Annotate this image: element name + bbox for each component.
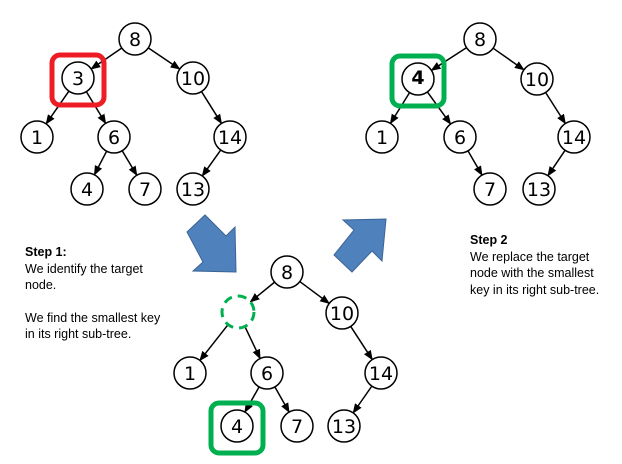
- tree-node: [473, 172, 507, 206]
- tree-edge: [274, 386, 290, 413]
- node-label: 8: [281, 262, 293, 284]
- tree-node: [213, 120, 247, 154]
- node-label: 6: [261, 363, 273, 385]
- tree-edge: [244, 326, 261, 360]
- highlight-box: [208, 400, 266, 456]
- tree-edge: [299, 280, 330, 305]
- tree-node: [176, 172, 210, 206]
- node-label: 13: [527, 179, 551, 201]
- tree-edge: [544, 92, 567, 125]
- tree-edge: [200, 91, 223, 125]
- tree-node: [20, 120, 54, 154]
- step1-caption: Step 1: We identify the target node. We …: [25, 244, 165, 343]
- tree-node: [463, 22, 497, 56]
- tree-edge: [90, 47, 123, 70]
- tree-node: [176, 61, 210, 95]
- down-right-arrow-icon: [186, 214, 237, 273]
- tree-node: [520, 62, 554, 96]
- tree-node: [270, 255, 304, 289]
- node-label: 7: [484, 179, 496, 201]
- tree-node: [118, 22, 152, 56]
- tree-node: [365, 120, 399, 154]
- node-label: 1: [376, 127, 388, 149]
- tree-node: [220, 409, 254, 443]
- node-label: 7: [291, 416, 303, 438]
- tree-node: [557, 120, 591, 154]
- tree-node: [443, 120, 477, 154]
- tree-edge: [352, 385, 373, 414]
- tree-edge: [93, 150, 108, 176]
- tree-node: [97, 120, 131, 154]
- node-label: 10: [525, 69, 549, 91]
- tree-node: [61, 61, 95, 95]
- step1-line2: We find the smallest key in its right su…: [25, 310, 161, 342]
- tree-edge: [244, 386, 260, 413]
- tree-node: [325, 296, 359, 330]
- node-label: 4: [411, 67, 424, 89]
- node-label: 14: [218, 127, 242, 149]
- node-label: 10: [330, 303, 354, 325]
- removed-node-placeholder: [220, 294, 256, 330]
- node-label: 1: [31, 127, 43, 149]
- tree-node: [280, 409, 314, 443]
- up-right-arrow-icon: [333, 218, 387, 273]
- tree-edge: [249, 281, 276, 303]
- tree-node: [522, 172, 556, 206]
- tree-node: [364, 356, 398, 390]
- tree-edge: [492, 47, 525, 71]
- node-label: 13: [332, 416, 356, 438]
- node-label: 8: [474, 29, 486, 51]
- tree-node: [128, 172, 162, 206]
- tree-edge: [147, 47, 181, 70]
- tree-edge: [467, 150, 483, 177]
- tree-node: [250, 356, 284, 390]
- tree-edge: [199, 324, 229, 362]
- node-label: 4: [231, 416, 243, 438]
- node-label: 3: [72, 68, 84, 90]
- tree-node: [327, 409, 361, 443]
- tree-node: [173, 356, 207, 390]
- node-label: 1: [184, 363, 196, 385]
- step2-body: We replace the target node with the smal…: [470, 249, 600, 297]
- tree-edge: [547, 149, 566, 177]
- node-label: 7: [139, 179, 151, 201]
- tree-edge: [350, 326, 373, 361]
- step1-title: Step 1:: [25, 245, 67, 259]
- node-label: 6: [454, 127, 466, 149]
- node-label: 14: [369, 363, 393, 385]
- tree-edge: [45, 90, 70, 125]
- node-label: 8: [129, 29, 141, 51]
- tree-edge: [121, 150, 138, 177]
- highlight-box: [49, 52, 107, 108]
- node-label: 10: [181, 68, 205, 90]
- node-label: 6: [108, 127, 120, 149]
- tree-node: [70, 172, 104, 206]
- node-label: 13: [181, 179, 205, 201]
- step2-title: Step 2: [470, 233, 508, 247]
- node-label: 4: [81, 179, 93, 201]
- tree-edge: [201, 149, 222, 177]
- step2-caption: Step 2 We replace the target node with t…: [470, 232, 610, 298]
- node-label: 14: [562, 127, 586, 149]
- highlight-box: [389, 53, 447, 109]
- tree-node: [401, 62, 435, 96]
- step1-line1: We identify the target node.: [25, 261, 143, 293]
- tree-edge: [430, 47, 467, 71]
